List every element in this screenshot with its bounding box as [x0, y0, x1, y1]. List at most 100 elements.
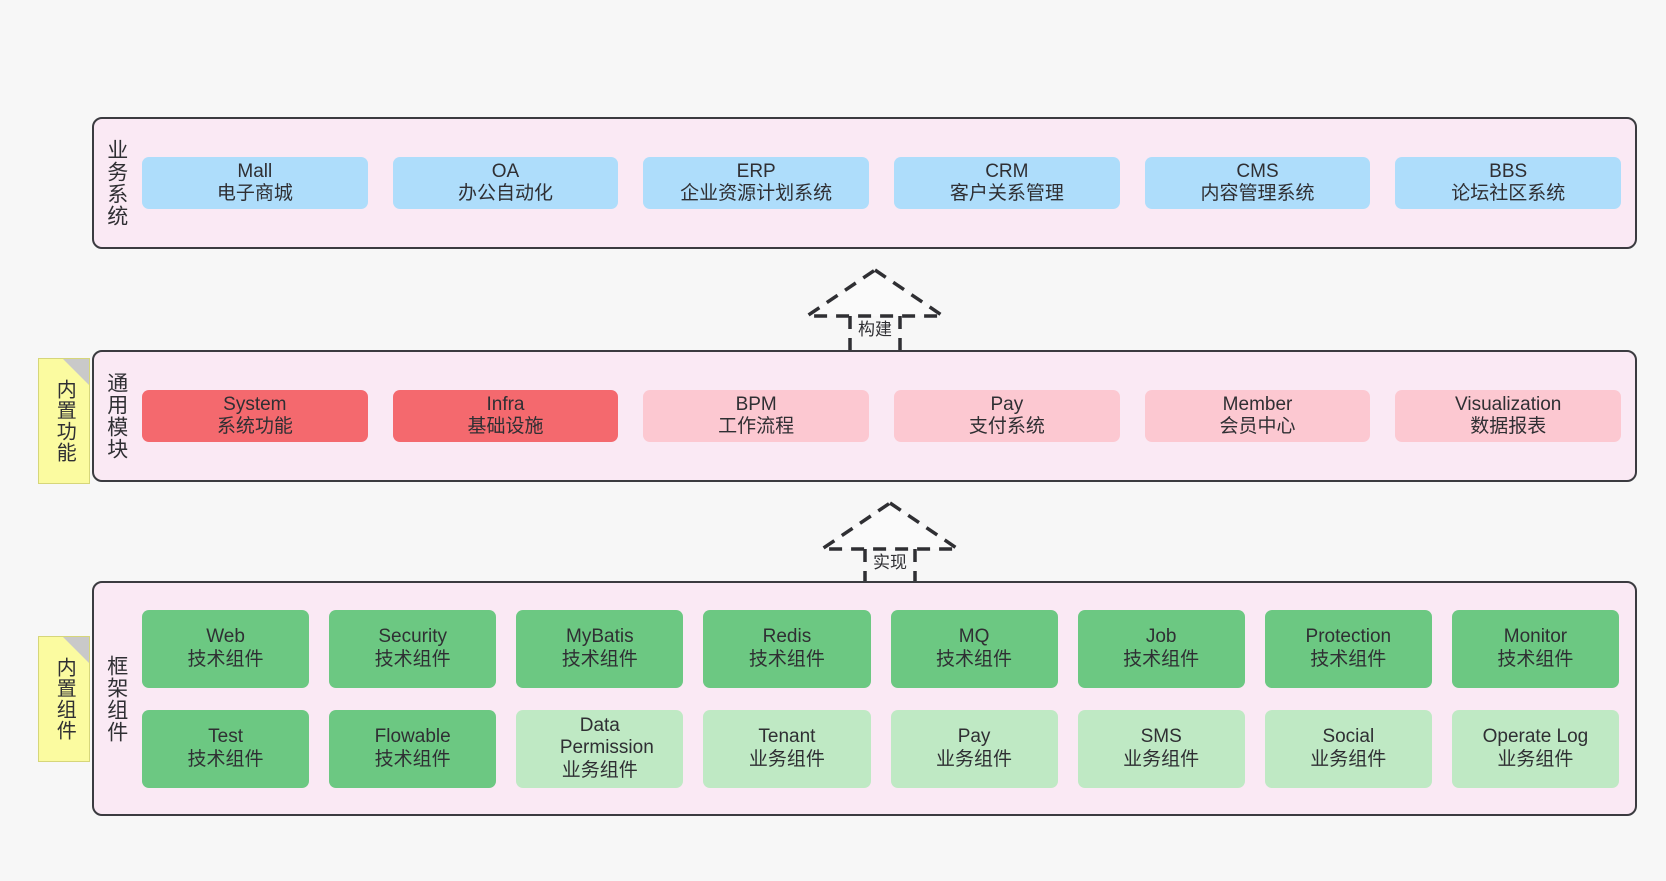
- layer-business-system-title: 业务系统: [104, 139, 128, 227]
- node-test[interactable]: Test 技术组件: [142, 709, 310, 788]
- node-pay-component[interactable]: Pay 业务组件: [890, 709, 1058, 788]
- node-infra[interactable]: Infra 基础设施: [392, 389, 619, 443]
- connector-implement: 实现: [815, 500, 965, 587]
- layer-framework-component-title: 框架组件: [104, 654, 128, 743]
- node-title-cn: 业务组件: [936, 748, 1013, 770]
- node-title-en: Infra: [486, 393, 525, 415]
- node-title-en: MQ: [958, 626, 990, 648]
- node-title-cn: 论坛社区系统: [1451, 183, 1566, 204]
- node-operate-log[interactable]: Operate Log 业务组件: [1451, 709, 1619, 788]
- node-title-cn: 客户关系管理: [949, 183, 1064, 204]
- node-title-cn: 业务组件: [561, 759, 638, 781]
- node-title-cn: 基础设施: [467, 416, 544, 437]
- node-title-cn: 技术组件: [187, 748, 264, 770]
- node-title-cn: 内容管理系统: [1200, 183, 1315, 204]
- layer-business-system: 业务系统 Mall 电子商城 OA 办公自动化 ERP 企业资源计划系统 CRM…: [92, 117, 1637, 249]
- node-title-cn: 系统功能: [216, 416, 293, 437]
- node-title-cn: 技术组件: [936, 648, 1013, 670]
- node-title-cn: 电子商城: [216, 183, 293, 204]
- node-title-en: Pay: [990, 393, 1024, 415]
- node-row: Mall 电子商城 OA 办公自动化 ERP 企业资源计划系统 CRM 客户关系…: [142, 156, 1622, 210]
- node-title-cn: 技术组件: [1310, 648, 1387, 670]
- sticky-note-builtin-feature: 内置功能: [38, 358, 90, 484]
- generalization-arrow-icon: [801, 267, 949, 354]
- node-protection[interactable]: Protection 技术组件: [1264, 609, 1432, 688]
- node-pay-module[interactable]: Pay 支付系统: [894, 389, 1120, 443]
- node-title-en: Flowable: [374, 726, 451, 748]
- generalization-arrow-icon: [816, 500, 964, 587]
- layer-common-module-title: 通用模块: [104, 372, 128, 460]
- node-title-en: SMS: [1140, 726, 1182, 748]
- node-title-en: Pay: [957, 726, 991, 748]
- sticky-note-builtin-component-label: 内置组件: [53, 657, 76, 741]
- node-title-en: Security: [378, 626, 447, 648]
- node-redis[interactable]: Redis 技术组件: [703, 609, 871, 688]
- node-title-cn: 业务组件: [1310, 748, 1387, 770]
- node-title-cn: 业务组件: [1123, 748, 1200, 770]
- layer-business-system-body: Mall 电子商城 OA 办公自动化 ERP 企业资源计划系统 CRM 客户关系…: [138, 119, 1635, 247]
- node-title-en: Mall: [237, 160, 273, 182]
- node-crm[interactable]: CRM 客户关系管理: [894, 156, 1120, 210]
- folded-corner-icon: [63, 637, 89, 663]
- node-title-cn: 技术组件: [187, 648, 264, 670]
- node-data-permission[interactable]: Data Permission 业务组件: [516, 709, 684, 788]
- node-title-en: Web: [206, 626, 245, 648]
- node-title-cn: 企业资源计划系统: [680, 183, 833, 204]
- node-web[interactable]: Web 技术组件: [142, 609, 310, 688]
- folded-corner-icon: [63, 359, 89, 385]
- connector-implement-label: 实现: [873, 553, 907, 572]
- node-title-en: Data Permission: [559, 714, 654, 759]
- layer-framework-component-body: Web 技术组件 Security 技术组件 MyBatis 技术组件 Redi…: [138, 583, 1635, 814]
- node-monitor[interactable]: Monitor 技术组件: [1451, 609, 1619, 688]
- layer-common-module: 通用模块 System 系统功能 Infra 基础设施 BPM 工作流程 Pay…: [92, 350, 1637, 482]
- node-visualization[interactable]: Visualization 数据报表: [1395, 389, 1622, 443]
- node-title-en: Tenant: [758, 726, 816, 748]
- node-title-en: OA: [491, 160, 520, 182]
- sticky-note-builtin-feature-label: 内置功能: [53, 379, 76, 463]
- node-bbs[interactable]: BBS 论坛社区系统: [1395, 156, 1622, 210]
- node-title-cn: 业务组件: [1497, 748, 1574, 770]
- node-title-cn: 办公自动化: [458, 183, 554, 204]
- node-mall[interactable]: Mall 电子商城: [142, 156, 368, 210]
- node-oa[interactable]: OA 办公自动化: [392, 156, 619, 210]
- node-title-cn: 技术组件: [748, 648, 825, 670]
- node-title-cn: 技术组件: [561, 648, 638, 670]
- node-cms[interactable]: CMS 内容管理系统: [1144, 156, 1371, 210]
- node-title-cn: 支付系统: [968, 416, 1045, 437]
- node-system[interactable]: System 系统功能: [142, 389, 368, 443]
- node-security[interactable]: Security 技术组件: [329, 609, 497, 688]
- node-row: Web 技术组件 Security 技术组件 MyBatis 技术组件 Redi…: [142, 609, 1619, 688]
- node-title-en: CMS: [1236, 160, 1279, 182]
- node-job[interactable]: Job 技术组件: [1077, 609, 1245, 688]
- node-title-cn: 技术组件: [374, 748, 451, 770]
- node-mybatis[interactable]: MyBatis 技术组件: [516, 609, 684, 688]
- node-bpm[interactable]: BPM 工作流程: [643, 389, 870, 443]
- node-mq[interactable]: MQ 技术组件: [890, 609, 1058, 688]
- node-flowable[interactable]: Flowable 技术组件: [329, 709, 497, 788]
- node-title-en: Redis: [762, 626, 812, 648]
- node-title-cn: 业务组件: [748, 748, 825, 770]
- sticky-note-builtin-component: 内置组件: [38, 636, 90, 762]
- connector-build: 构建: [800, 267, 950, 354]
- node-title-en: Social: [1322, 726, 1375, 748]
- node-title-en: BBS: [1489, 160, 1528, 182]
- node-title-cn: 技术组件: [1123, 648, 1200, 670]
- node-tenant[interactable]: Tenant 业务组件: [703, 709, 871, 788]
- node-title-en: Test: [208, 726, 243, 748]
- node-social[interactable]: Social 业务组件: [1264, 709, 1432, 788]
- node-title-cn: 技术组件: [1497, 648, 1574, 670]
- node-title-en: CRM: [985, 160, 1029, 182]
- node-sms[interactable]: SMS 业务组件: [1077, 709, 1245, 788]
- node-title-en: Member: [1222, 393, 1293, 415]
- node-title-en: Visualization: [1455, 393, 1562, 415]
- node-title-en: Protection: [1305, 626, 1392, 648]
- node-erp[interactable]: ERP 企业资源计划系统: [643, 156, 870, 210]
- node-title-cn: 数据报表: [1470, 416, 1547, 437]
- node-member[interactable]: Member 会员中心: [1144, 389, 1371, 443]
- node-title-en: Monitor: [1503, 626, 1568, 648]
- node-title-en: ERP: [736, 160, 776, 182]
- node-title-en: Job: [1145, 626, 1177, 648]
- node-row: System 系统功能 Infra 基础设施 BPM 工作流程 Pay 支付系统…: [142, 389, 1622, 443]
- node-title-en: BPM: [735, 393, 777, 415]
